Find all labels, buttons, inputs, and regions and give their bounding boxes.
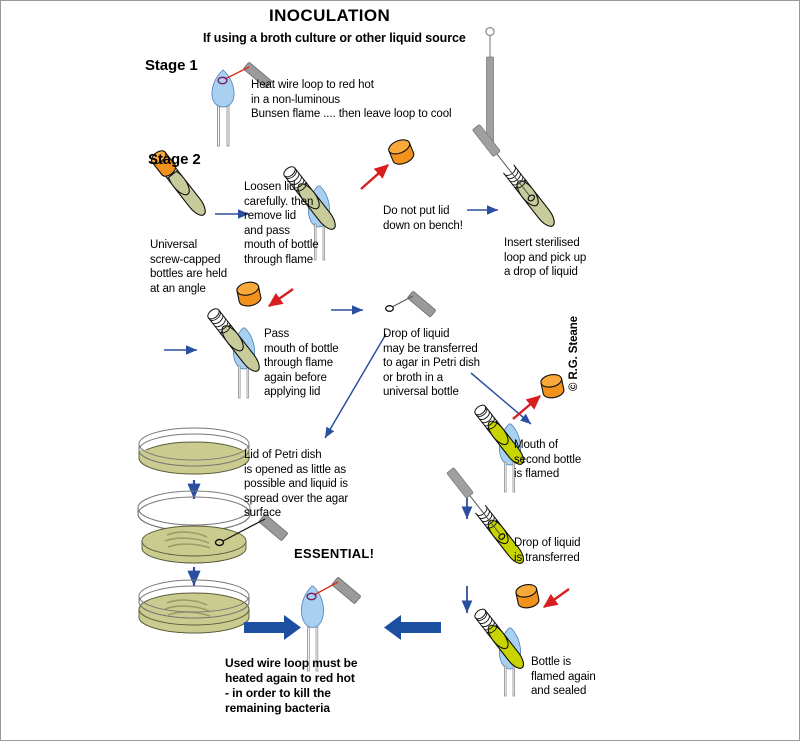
step-drop-transferred-text: Drop of liquid is transferred bbox=[514, 537, 581, 564]
arrow-branch-to-second-bottle bbox=[470, 372, 532, 425]
bottle-open-flamed-2 bbox=[207, 308, 260, 399]
stage-1-label: Stage 1 bbox=[145, 57, 198, 74]
wire-loop-standalone bbox=[485, 26, 495, 150]
cap-returning-4 bbox=[515, 584, 570, 609]
step-insert-loop-text: Insert sterilised loop and pick up a dro… bbox=[504, 237, 587, 278]
essential-body-text: Used wire loop must be heated again to r… bbox=[225, 656, 358, 715]
page-title: INOCULATION bbox=[269, 6, 391, 25]
bottle-loop-inserted bbox=[472, 124, 555, 227]
step-loosen-lid-text: Loosen lid carefully. then remove lid an… bbox=[244, 181, 319, 266]
bottle2-flamed bbox=[474, 404, 524, 493]
cap-removed-2 bbox=[236, 281, 294, 307]
bottle-open-flamed-1 bbox=[283, 166, 336, 261]
red-arrow-cap-down-4 bbox=[543, 588, 570, 608]
thick-arrow-right-to-left bbox=[384, 615, 441, 640]
loop-with-drop bbox=[385, 291, 436, 317]
petri-dish-closed-streaked bbox=[138, 579, 250, 634]
bottle2-flamed-again bbox=[474, 608, 524, 697]
bottle-capped-angled bbox=[150, 150, 206, 216]
step-petri-lid-text: Lid of Petri dish is opened as little as… bbox=[244, 449, 349, 519]
copyright-notice: © R.G. Steane bbox=[568, 316, 580, 391]
thick-arrow-left-to-right bbox=[244, 615, 301, 640]
step-bottle-flamed-sealed-text: Bottle is flamed again and sealed bbox=[531, 656, 596, 697]
red-arrow-cap-up-3 bbox=[512, 395, 541, 420]
cap-removed-3 bbox=[512, 374, 565, 420]
petri-dish-closed-plain bbox=[138, 427, 250, 475]
petri-dish-open-streaking bbox=[137, 490, 288, 564]
step-universal-bottles-text: Universal screw-capped bottles are held … bbox=[150, 239, 228, 295]
step-drop-transfer-text: Drop of liquid may be transferred to aga… bbox=[383, 328, 480, 398]
arrow-branch-to-petri bbox=[324, 333, 387, 439]
cap-removed-1 bbox=[360, 139, 415, 190]
red-arrow-cap-down-2 bbox=[268, 288, 294, 307]
bottle2-drop-transfer bbox=[446, 467, 524, 564]
essential-heading: ESSENTIAL! bbox=[294, 546, 375, 561]
page-subtitle: If using a broth culture or other liquid… bbox=[203, 31, 466, 45]
step-do-not-put-lid-text: Do not put lid down on bench! bbox=[383, 205, 463, 232]
stage1-flame-group bbox=[211, 62, 272, 147]
essential-flame-group bbox=[301, 577, 361, 672]
step-pass-mouth-again-text: Pass mouth of bottle through flame again… bbox=[264, 328, 339, 398]
step-mouth-second-bottle-text: Mouth of second bottle is flamed bbox=[514, 439, 582, 480]
stage-2-label: Stage 2 bbox=[148, 151, 201, 168]
red-arrow-cap-up-1 bbox=[360, 164, 389, 190]
step-heat-loop-text: Heat wire loop to red hot in a non-lumin… bbox=[251, 79, 452, 120]
